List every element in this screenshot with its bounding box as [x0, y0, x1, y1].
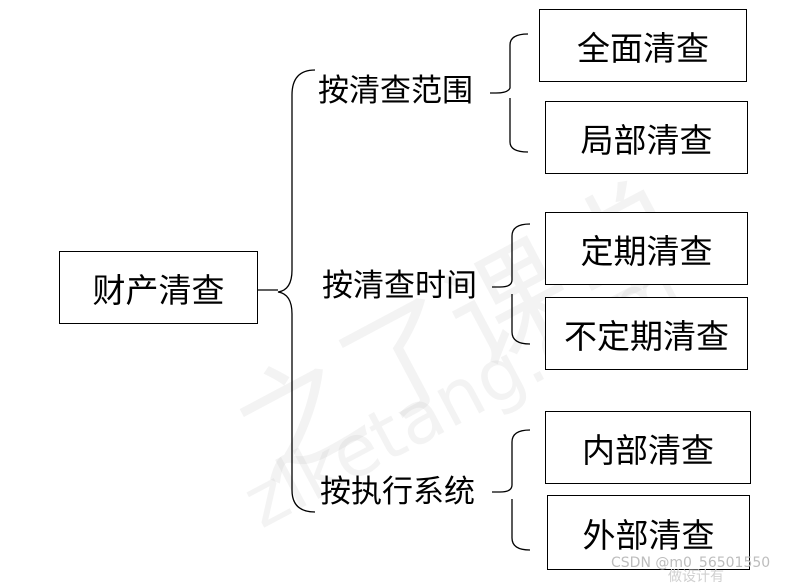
bracket-system: [492, 429, 531, 551]
category-label-time: 按清查时间: [322, 268, 477, 304]
footer-watermark: CSDN @m0_56501550: [611, 555, 771, 571]
main-bracket: [277, 69, 316, 513]
leaf-node-full: 全面清查: [539, 9, 747, 82]
category-label-system: 按执行系统: [320, 474, 475, 510]
bracket-time: [492, 223, 531, 345]
footer-watermark-cn: 做设计有: [668, 569, 724, 585]
root-node: 财产清查: [59, 251, 258, 324]
leaf-node-periodic: 定期清查: [545, 212, 748, 285]
bracket-range: [490, 33, 529, 153]
leaf-node-irregular: 不定期清查: [545, 297, 748, 370]
category-label-range: 按清查范围: [318, 73, 473, 109]
leaf-node-partial: 局部清查: [545, 101, 748, 174]
leaf-node-external: 外部清查: [547, 495, 750, 570]
leaf-node-internal: 内部清查: [545, 411, 751, 484]
